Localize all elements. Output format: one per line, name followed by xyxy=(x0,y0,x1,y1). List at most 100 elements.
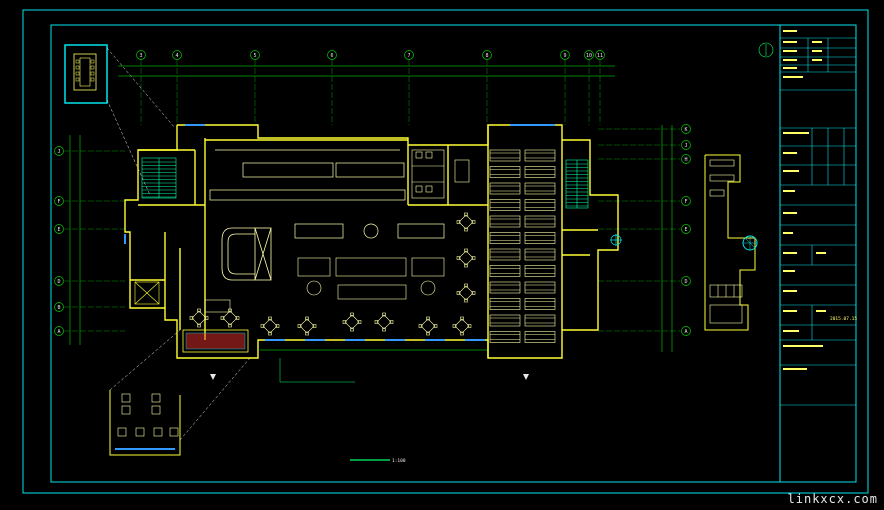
grid-row-axes-left: J F E D B A xyxy=(54,146,125,336)
kitchen-counters xyxy=(209,149,445,239)
dining-table xyxy=(260,316,280,336)
drawing-frame xyxy=(22,9,869,494)
grid-label-col: 10 xyxy=(586,53,592,59)
booth xyxy=(524,248,556,261)
grid-bubble-row xyxy=(54,146,64,156)
booth xyxy=(524,265,556,277)
booth xyxy=(524,215,556,228)
watermark-text: linkxcx.com xyxy=(787,492,878,506)
restrooms xyxy=(411,149,470,199)
grid-label-row: J xyxy=(57,149,60,155)
booth xyxy=(524,182,556,195)
grid-bubble-col xyxy=(482,50,492,60)
booth xyxy=(524,281,556,294)
booth xyxy=(489,182,521,195)
terrace-table xyxy=(117,427,127,437)
dining-table xyxy=(297,316,317,336)
booth xyxy=(489,166,521,178)
title-block xyxy=(758,37,856,406)
title-block-date: 2015.07.15 xyxy=(830,316,857,322)
booth xyxy=(524,232,556,244)
grid-label-row: H xyxy=(684,157,687,163)
dimension-lines xyxy=(69,65,673,352)
booth xyxy=(489,298,521,310)
key-plan-inset xyxy=(64,44,176,196)
booth xyxy=(524,149,556,162)
grid-bubble-row xyxy=(54,326,64,336)
bar-counter xyxy=(221,227,272,281)
grid-bubble-row xyxy=(681,124,691,134)
terrace-area xyxy=(109,329,251,456)
dining-table xyxy=(189,308,209,328)
grid-bubble-col xyxy=(136,50,146,60)
grid-bubble-row xyxy=(54,196,64,206)
title-block-text xyxy=(783,30,826,370)
grid-label-col: 8 xyxy=(485,53,488,59)
grid-label-row: A xyxy=(57,329,60,335)
terrace-table xyxy=(121,393,131,403)
booth xyxy=(489,248,521,261)
terrace-table xyxy=(121,405,131,415)
grid-bubble-col xyxy=(250,50,260,60)
grid-bubble-col xyxy=(560,50,570,60)
dining-tables xyxy=(189,212,476,336)
grid-label-col: 7 xyxy=(407,53,410,59)
dining-table xyxy=(452,316,472,336)
grid-bubble-row xyxy=(681,276,691,286)
grid-label-col: 5 xyxy=(253,53,256,59)
booth xyxy=(489,199,521,211)
booth xyxy=(489,281,521,294)
grid-label-row: E xyxy=(57,227,60,233)
grid-bubble-row xyxy=(681,154,691,164)
grid-bubble-row xyxy=(54,276,64,286)
booth xyxy=(489,149,521,162)
main-building-walls xyxy=(124,124,619,359)
grid-label-row: B xyxy=(57,305,60,311)
terrace-table xyxy=(151,393,161,403)
dining-table xyxy=(374,312,394,332)
dining-table xyxy=(456,248,476,268)
grid-bubble-row xyxy=(681,196,691,206)
booth xyxy=(489,314,521,327)
terrace-table xyxy=(151,405,161,415)
grid-label-row: F xyxy=(57,199,60,205)
glazing-segments xyxy=(124,124,555,341)
terrace-table xyxy=(153,427,163,437)
booth xyxy=(489,331,521,343)
red-hatch-bench xyxy=(182,329,249,353)
booth-rows xyxy=(489,149,556,343)
grid-label-col: 6 xyxy=(330,53,333,59)
booth-seating xyxy=(204,257,445,313)
booth xyxy=(489,215,521,228)
booth xyxy=(489,232,521,244)
grid-bubble-row xyxy=(681,224,691,234)
booth xyxy=(524,331,556,343)
grid-label-row: E xyxy=(684,227,687,233)
grid-bubble-col xyxy=(584,50,594,60)
north-arrow-icon xyxy=(610,234,622,246)
dining-table xyxy=(456,212,476,232)
grid-label-row: D xyxy=(57,279,60,285)
terrace-table xyxy=(169,427,179,437)
grid-label-row: J xyxy=(684,143,687,149)
stair-cores xyxy=(134,157,589,305)
grid-bubble-row xyxy=(54,224,64,234)
dining-table xyxy=(418,316,438,336)
grid-label-row: A xyxy=(684,329,687,335)
booth xyxy=(524,314,556,327)
grid-label-col: 11 xyxy=(597,53,603,59)
grid-bubble-row xyxy=(54,302,64,312)
annotation-leader xyxy=(279,358,390,461)
section-marker-icon xyxy=(210,374,529,380)
grid-bubble-col xyxy=(327,50,337,60)
dining-table xyxy=(342,312,362,332)
annex-building xyxy=(704,154,758,331)
booth xyxy=(524,199,556,211)
grid-bubble-col xyxy=(595,50,605,60)
grid-label-col: 4 xyxy=(175,53,178,59)
grid-bubble-row xyxy=(681,326,691,336)
grid-bubble-col xyxy=(172,50,182,60)
